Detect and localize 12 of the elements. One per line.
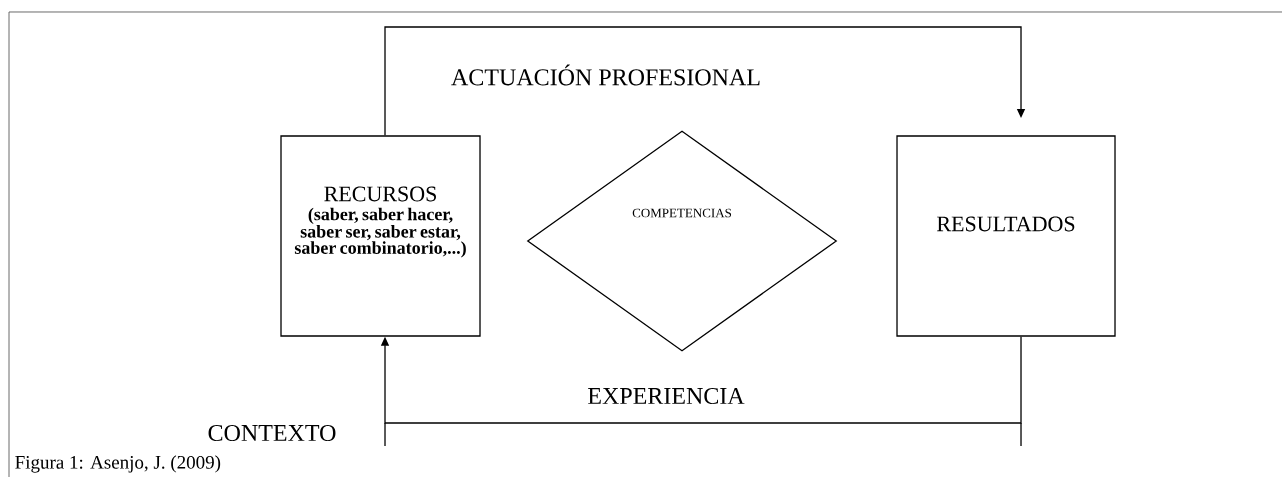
diagram-label: CONTEXTO bbox=[208, 424, 336, 442]
arrow bbox=[380, 336, 1022, 424]
box-title: RESULTADOS bbox=[937, 216, 1075, 232]
box-title: RECURSOS bbox=[324, 186, 436, 202]
arrow bbox=[384, 26, 1026, 136]
box-text: (saber, saber hacer, saber ser, saber estar, saber combinatorio,...) bbox=[294, 207, 466, 258]
diagram-label: ACTUACIÓN PROFESIONAL bbox=[451, 64, 760, 86]
process-box bbox=[280, 135, 481, 337]
diagram-label: EXPERIENCIA bbox=[588, 387, 745, 405]
process-box bbox=[896, 135, 1116, 337]
caption: Figura 1: Asenjo, J. (2009) bbox=[15, 455, 221, 473]
node-text: COMPETENCIAS bbox=[632, 208, 732, 218]
